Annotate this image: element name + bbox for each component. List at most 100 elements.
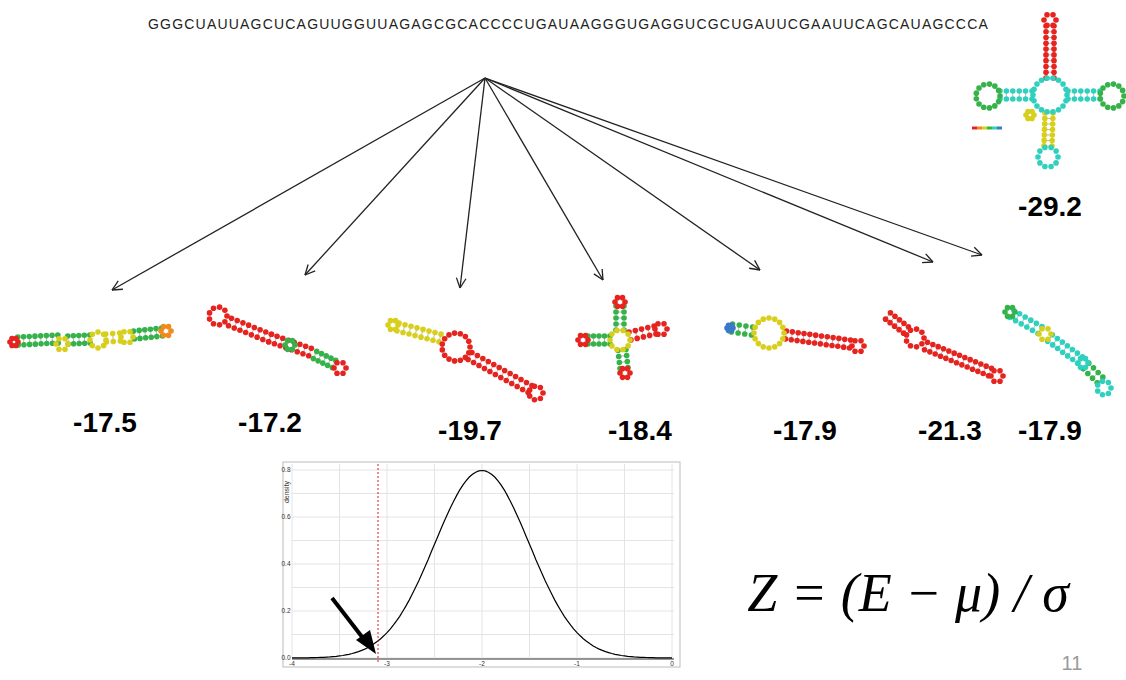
nucleotide [1072,96,1078,102]
nucleotide [962,355,968,361]
nucleotide [1078,356,1084,362]
nucleotide [1050,342,1056,348]
nucleotide [101,343,107,349]
nucleotide [1090,375,1096,381]
nucleotide [237,327,243,333]
nucleotide [615,295,621,301]
arrowhead [971,255,982,256]
nucleotide [997,378,1003,384]
nucleotide [393,318,399,324]
nucleotide [819,333,825,339]
nucleotide [315,358,321,364]
nucleotide [269,331,275,337]
nucleotide [1045,326,1051,332]
nucleotide [297,341,303,347]
structure-node: -21.3 [890,262,1010,448]
nucleotide [340,360,346,366]
nucleotide [420,327,426,333]
stroke [292,564,674,565]
nucleotide [927,349,933,355]
nucleotide [211,305,217,311]
nucleotide [207,316,213,322]
nucleotide [1051,64,1057,70]
nucleotide [981,82,987,88]
nucleotide [400,330,406,336]
nucleotide [1083,365,1089,371]
nucleotide [1116,83,1122,89]
arrowhead [755,260,760,270]
nucleotide [458,331,464,337]
nucleotide [1064,92,1070,98]
nucleotide [980,371,986,377]
nucleotide [224,313,230,319]
nucleotide [266,339,272,345]
nucleotide [1050,12,1056,18]
arrowhead [112,289,123,291]
nucleotide [795,330,801,336]
nucleotide [1044,109,1050,115]
nucleotide [772,344,778,350]
secondary-structure [207,304,349,376]
arrow-connector [456,78,485,288]
nucleotide [402,322,408,328]
nucleotide [496,365,502,371]
nucleotide [624,353,630,359]
nucleotide [1042,116,1048,122]
nucleotide [1053,160,1059,166]
nucleotide [290,347,296,353]
nucleotide [121,329,127,335]
tick-label: 0.2 [281,607,290,614]
nucleotide [1030,92,1036,98]
nucleotide [1016,88,1022,94]
nucleotide [801,331,807,337]
nucleotide [616,354,622,360]
arrowhead [460,279,466,288]
nucleotide [1111,105,1117,111]
nucleotide [285,338,291,344]
nucleotide [948,358,954,364]
nucleotide [992,103,998,109]
nucleotide [1045,336,1051,342]
nucleotide [1051,35,1057,41]
observed-energy-line [378,464,379,664]
nucleotide [1028,317,1034,323]
nucleotide [1044,12,1050,18]
nucleotide [661,321,667,327]
nucleotide [922,347,928,353]
nucleotide [90,332,96,338]
nucleotide [641,334,647,340]
nucleotide [842,336,848,342]
structure-node: -17.9 [745,270,865,448]
nucleotide [1055,154,1061,160]
nucleotide [1084,88,1090,94]
nucleotide [596,341,602,347]
nucleotide [1005,305,1011,311]
nucleotide [752,324,758,330]
tick-label: 0.4 [281,560,290,567]
nucleotide [110,331,116,337]
nucleotide [300,351,306,357]
nucleotide [325,363,331,369]
stroke [292,658,674,659]
nucleotide [231,325,237,331]
nucleotide [583,333,589,339]
nucleotide [1070,357,1076,363]
secondary-structure [575,295,670,380]
connector-line [112,78,485,290]
nucleotide [613,315,619,321]
nucleotide [617,360,623,366]
nucleotide [520,387,526,393]
stroke [992,127,997,130]
nucleotide [13,336,19,342]
secondary-structure [724,315,867,354]
nucleotide [440,341,446,347]
nucleotide [257,327,263,333]
axis-title: density [283,481,291,503]
nucleotide [807,332,813,338]
nucleotide [475,353,481,359]
nucleotide [121,339,127,345]
nucleotide [234,318,240,324]
nucleotide [1120,99,1126,105]
stroke [977,127,982,130]
nucleotide [914,344,920,350]
